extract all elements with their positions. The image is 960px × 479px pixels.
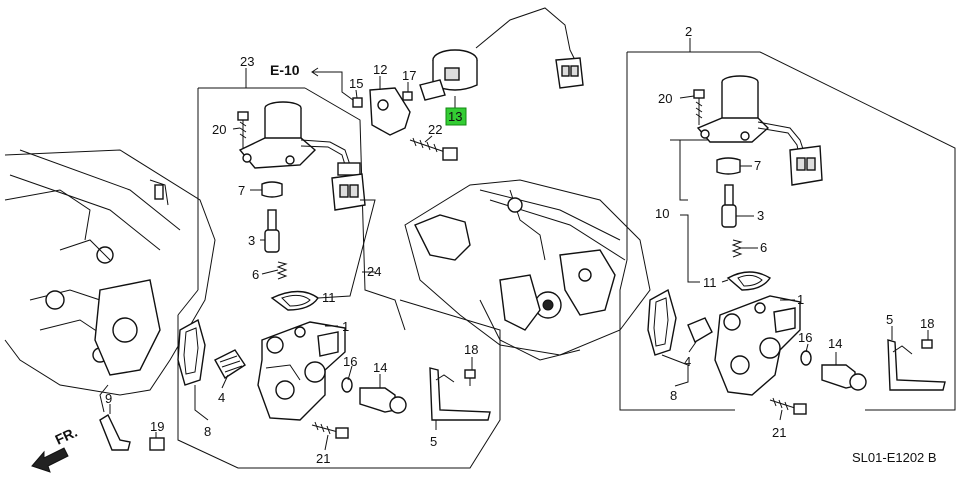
assembly-2-outline bbox=[619, 51, 956, 411]
label-11-right: 11 bbox=[703, 275, 717, 290]
label-16-right: 16 bbox=[798, 330, 812, 345]
label-9: 9 bbox=[105, 391, 112, 406]
label-18-left: 18 bbox=[464, 342, 478, 357]
label-6-left: 6 bbox=[252, 267, 259, 282]
parts-right-column bbox=[716, 157, 771, 291]
label-14-right: 14 bbox=[828, 336, 842, 351]
solenoid-left bbox=[238, 101, 366, 211]
solenoid-right bbox=[693, 75, 823, 186]
label-2: 2 bbox=[685, 24, 692, 39]
valve-body-right bbox=[647, 288, 946, 415]
parts-top bbox=[352, 7, 584, 161]
label-24: 24 bbox=[367, 264, 381, 279]
label-5-right: 5 bbox=[886, 312, 893, 327]
label-8-left: 8 bbox=[204, 424, 211, 439]
label-7-left: 7 bbox=[238, 183, 245, 198]
label-14-left: 14 bbox=[373, 360, 387, 375]
label-20-right: 20 bbox=[658, 91, 672, 106]
diagram-code: SL01-E1202 B bbox=[852, 450, 937, 465]
label-3-right: 3 bbox=[757, 208, 764, 223]
engine-block-left bbox=[4, 149, 216, 396]
bracket-9 bbox=[99, 384, 165, 451]
label-20-left: 20 bbox=[212, 122, 226, 137]
label-18-right: 18 bbox=[920, 316, 934, 331]
label-front: FR. bbox=[53, 424, 80, 448]
label-7-right: 7 bbox=[754, 158, 761, 173]
label-21-left: 21 bbox=[316, 451, 330, 466]
label-11-left: 11 bbox=[322, 290, 336, 305]
label-12: 12 bbox=[373, 62, 387, 77]
part-labels: 23 20 7 3 6 11 24 1 16 14 18 5 21 8 4 9 … bbox=[53, 24, 937, 466]
parts-left-column bbox=[237, 111, 319, 311]
label-6-right: 6 bbox=[760, 240, 767, 255]
highlight-box-13 bbox=[445, 107, 467, 126]
label-19: 19 bbox=[150, 419, 164, 434]
valve-body-left bbox=[177, 318, 491, 439]
engine-block-center bbox=[404, 179, 651, 361]
label-21-right: 21 bbox=[772, 425, 786, 440]
label-e10-ref: E-10 bbox=[270, 62, 300, 78]
label-10: 10 bbox=[655, 206, 669, 221]
front-direction-arrow bbox=[31, 447, 69, 473]
label-4-right: 4 bbox=[684, 354, 691, 369]
label-22: 22 bbox=[428, 122, 442, 137]
label-8-right: 8 bbox=[670, 388, 677, 403]
label-16-left: 16 bbox=[343, 354, 357, 369]
label-23: 23 bbox=[240, 54, 254, 69]
assembly-23-outline bbox=[177, 87, 501, 469]
label-1-left: 1 bbox=[342, 319, 349, 334]
label-15: 15 bbox=[349, 76, 363, 91]
label-4-left: 4 bbox=[218, 390, 225, 405]
leader-lines bbox=[109, 38, 929, 451]
label-3-left: 3 bbox=[248, 233, 255, 248]
label-17: 17 bbox=[402, 68, 416, 83]
label-1-right: 1 bbox=[797, 292, 804, 307]
label-13: 13 bbox=[448, 109, 462, 124]
label-5-left: 5 bbox=[430, 434, 437, 449]
